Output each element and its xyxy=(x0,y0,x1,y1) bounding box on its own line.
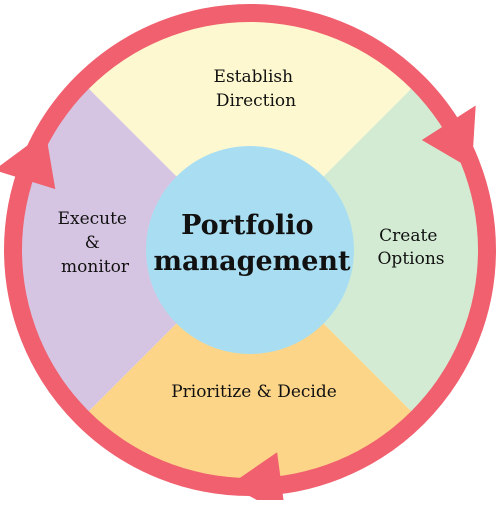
center-title: Portfolio management xyxy=(153,210,351,277)
segment-create-options xyxy=(250,88,478,412)
arrowhead-bottom xyxy=(229,452,285,505)
segment-label-left-line-2: & xyxy=(85,233,100,253)
segment-label-top-line-1: Establish xyxy=(214,67,294,87)
center-title-line-1: Portfolio xyxy=(181,210,313,241)
segment-label-left-line-1: Execute xyxy=(58,209,127,229)
segment-label-right-line-1: Create xyxy=(379,226,437,246)
segments xyxy=(22,22,478,478)
cycle-arrowheads xyxy=(0,105,476,505)
segment-establish-direction xyxy=(88,22,412,250)
arrowhead-upper-left xyxy=(0,132,56,190)
segment-label-bottom: Prioritize & Decide xyxy=(171,382,337,402)
arrowhead-upper-right xyxy=(421,105,476,170)
segment-label-left: Execute & monitor xyxy=(58,209,133,277)
center-circle xyxy=(146,146,354,354)
segment-label-right-line-2: Options xyxy=(378,249,445,269)
center-title-line-2: management xyxy=(153,246,351,277)
segment-label-bottom-line-1: Prioritize & Decide xyxy=(171,382,337,402)
segment-label-top-line-2: Direction xyxy=(216,91,296,111)
segment-prioritize-decide xyxy=(88,250,412,478)
segment-label-left-line-3: monitor xyxy=(61,257,130,277)
segment-label-right: Create Options xyxy=(378,226,445,269)
segment-execute-monitor xyxy=(22,88,251,412)
segment-label-top: Establish Direction xyxy=(214,67,299,111)
